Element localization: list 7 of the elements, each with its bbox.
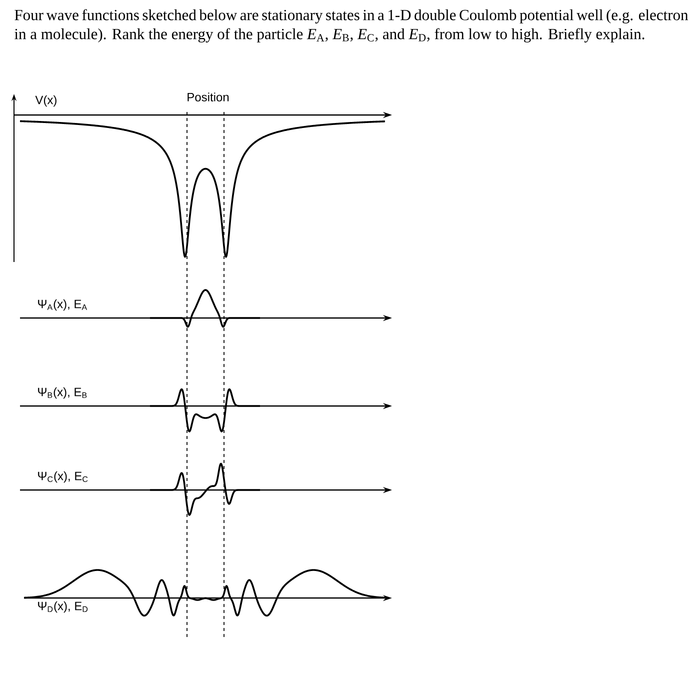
axis-label: V(x) [35, 95, 56, 107]
axis-label: Ψ$_{B}$(x), E$_{B}$ [38, 387, 87, 399]
axis-label: Ψ$_{A}$(x), E$_{A}$ [38, 299, 88, 311]
axis-label: Ψ$_{D}$(x), E$_{D}$ [38, 601, 88, 613]
axis-label: Ψ$_{C}$(x), E$_{C}$ [38, 471, 88, 483]
question-text: Four wave functions sketched below are stationary states in a 1-D double Coulomb potential well (e.g. electron in a molecule). Rank the energy of the particle E$_{A}$, E$_{B}$, E$_{C}$, and E$_{D}$, from low to high. Briefly explain. [14, 9, 688, 42]
axis-label: Position [188, 92, 229, 102]
